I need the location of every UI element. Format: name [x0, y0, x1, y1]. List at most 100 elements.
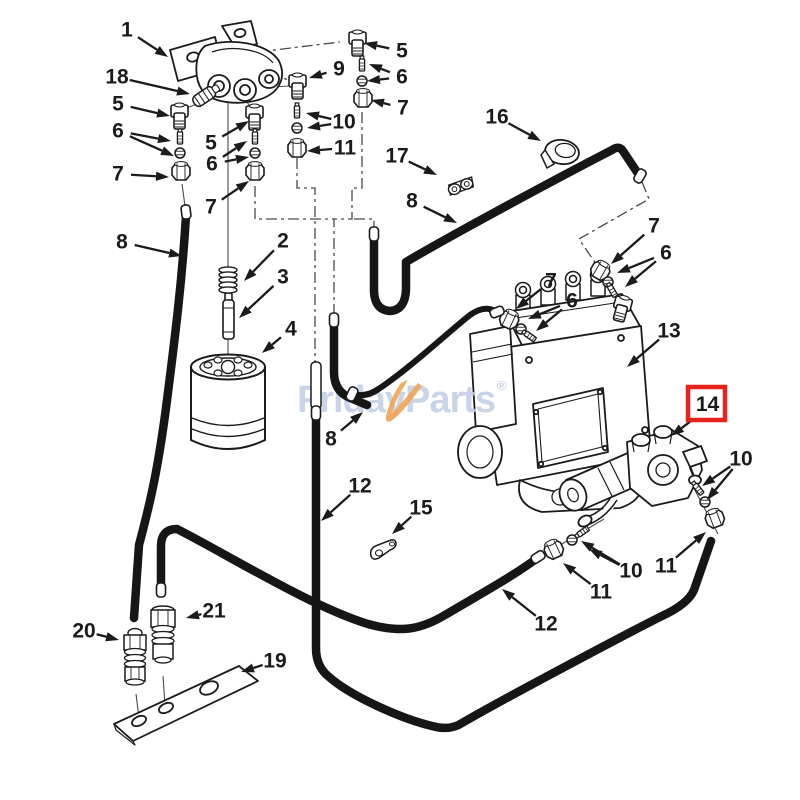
- nut-11-tp-left: [543, 538, 565, 561]
- hose-end-c-left: [368, 226, 380, 242]
- highlight-box[interactable]: [685, 384, 728, 423]
- part-number-label: 6: [112, 120, 124, 143]
- hose-end-b: [530, 549, 546, 565]
- hose-end-med-right: [489, 305, 505, 319]
- mounting-plate-part19: [113, 665, 259, 746]
- callout-7-13: 7: [371, 97, 409, 120]
- clamp-17: [447, 176, 475, 196]
- nut-7-pump-left: [498, 308, 520, 331]
- fitting-21: [150, 605, 176, 664]
- bolt-10-tp-left: [573, 525, 590, 540]
- hose-12-lower: [156, 524, 541, 634]
- part-number-label: 6: [566, 290, 578, 313]
- part-number-label: 11: [655, 555, 678, 578]
- watermark: FridayParts®: [297, 378, 508, 422]
- bolt-6-pump-right: [605, 281, 619, 298]
- callout-12-31: 12: [321, 475, 372, 521]
- hose-8-left: [129, 211, 191, 623]
- bolt-10-top: [293, 102, 301, 119]
- callout-3-19: 3: [239, 266, 289, 318]
- callout-7-4: 7: [112, 163, 169, 186]
- clamp-15: [369, 539, 397, 560]
- callout-7-24: 7: [516, 270, 557, 309]
- callout-4-20: 4: [262, 318, 297, 353]
- part-number-label: 4: [285, 318, 297, 341]
- callout-9-8: 9: [309, 58, 345, 81]
- callout-12-33: 12: [502, 589, 558, 636]
- part-number-label: 5: [112, 93, 124, 116]
- part-number-label: 5: [396, 40, 408, 63]
- part-number-label: 11: [334, 137, 357, 160]
- part-number-label: 7: [205, 196, 217, 219]
- callout-6-12: 6: [367, 64, 408, 89]
- highlighted-part-14[interactable]: 14: [671, 384, 728, 436]
- callout-8-21: 8: [325, 412, 363, 451]
- callout-6-23: 6: [617, 242, 672, 287]
- watermark-registered: ®: [497, 378, 507, 393]
- callout-19-36: 19: [241, 650, 287, 673]
- part-number-label: 20: [72, 620, 95, 643]
- callout-10-27: 10: [702, 448, 753, 500]
- part-number-label: 6: [396, 66, 408, 89]
- part-number-label: 16: [485, 106, 508, 129]
- highlighted-part-number: 14: [696, 393, 720, 416]
- part-number-label: 10: [729, 448, 752, 471]
- callout-6-6: 6: [206, 141, 249, 176]
- part-number-label: 13: [657, 320, 680, 343]
- callout-1-0: 1: [121, 19, 168, 57]
- callout-7-22: 7: [611, 215, 660, 264]
- part-number-label: 12: [534, 613, 557, 636]
- elbow-5-left: [170, 102, 189, 130]
- hose-medium: [351, 305, 498, 399]
- part-number-label: 7: [397, 97, 409, 120]
- spring-2: [218, 266, 238, 294]
- part-number-label: 6: [660, 242, 672, 265]
- hose-end-x: [328, 312, 340, 328]
- bolt-10-tp-right: [690, 480, 705, 496]
- callout-11-28: 11: [655, 532, 706, 578]
- elbow-pump-right: [612, 294, 634, 323]
- tube-part3: [222, 292, 235, 340]
- fuel-filter-part4: [190, 353, 266, 450]
- part-number-label: 5: [205, 132, 217, 155]
- part-number-label: 19: [263, 650, 286, 673]
- nut-7-right: [353, 88, 373, 108]
- callout-17-15: 17: [385, 145, 437, 175]
- callout-10-29: 10: [581, 541, 643, 583]
- callout-6-3: 6: [112, 120, 174, 156]
- hose-12-tube-end: [310, 361, 322, 410]
- filter-head-part1: [169, 20, 283, 104]
- part-number-label: 7: [112, 163, 124, 186]
- callout-8-16: 8: [406, 190, 457, 223]
- hoses: [129, 143, 716, 733]
- part-number-label: 7: [545, 270, 557, 293]
- callout-8-17: 8: [116, 231, 182, 258]
- part-number-label: 10: [332, 111, 355, 134]
- callout-20-34: 20: [72, 620, 119, 643]
- washer-6-mid: [249, 147, 261, 159]
- callout-11-10: 11: [307, 137, 356, 160]
- part-number-label: 17: [385, 145, 408, 168]
- nut-11-tp-right: [704, 507, 726, 530]
- part-number-label: 9: [333, 58, 345, 81]
- hose-12-long: [311, 412, 716, 733]
- washer-10-tp-left: [566, 534, 578, 546]
- nut-11-top: [287, 138, 307, 158]
- part-number-label: 7: [648, 215, 660, 238]
- elbow-9: [288, 72, 307, 100]
- part-number-label: 8: [116, 231, 128, 254]
- part-number-label: 8: [406, 190, 418, 213]
- injection-pump-part13: [457, 266, 652, 513]
- hose-end-a: [180, 204, 192, 220]
- hose-end-12: [310, 405, 322, 421]
- part-number-label: 3: [277, 266, 289, 289]
- callout-13-26: 13: [627, 320, 681, 367]
- callout-16-14: 16: [485, 106, 541, 141]
- callout-5-11: 5: [364, 40, 408, 63]
- callout-6-25: 6: [528, 290, 578, 331]
- part-number-label: 18: [105, 66, 129, 89]
- part-number-label: 21: [202, 600, 226, 623]
- part-number-label: 2: [277, 230, 289, 253]
- part-number-label: 1: [121, 19, 133, 42]
- bolt-6-left: [176, 128, 184, 145]
